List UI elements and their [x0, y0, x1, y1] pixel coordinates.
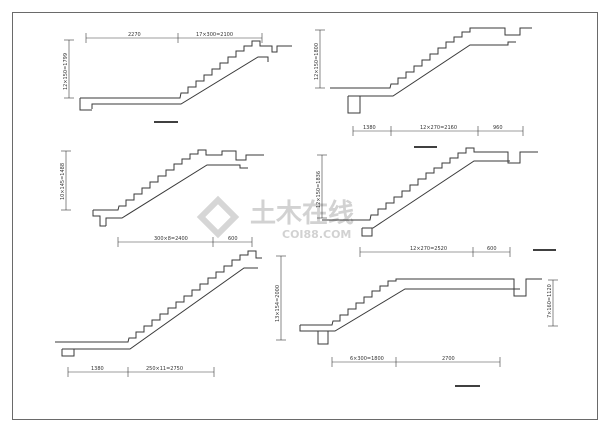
dim-5-mid: 250×11=2750: [146, 366, 183, 372]
sheet-frame: [12, 12, 598, 420]
stair-4-outline: [322, 147, 538, 221]
stair-section-3: 300×8=2400 600 10×145=1488: [60, 149, 264, 247]
dim-4-right: 600: [487, 246, 497, 252]
dim-6-right: 2700: [442, 356, 455, 362]
dim-6-left: 6×300=1800: [350, 356, 384, 362]
stair-4-landing: [361, 228, 373, 237]
watermark-logo: [196, 195, 240, 239]
stair-6-soffit: [318, 288, 520, 332]
stair-1-landing: [79, 98, 92, 111]
dim-2-left: 1380: [363, 125, 376, 131]
stair-section-1: 2270 17×300=2100 12×150=1799: [63, 32, 292, 123]
watermark-subtext: COI88.COM: [282, 228, 351, 241]
dim-3-mid: 300×8=2400: [154, 236, 188, 242]
stair-4-soffit: [362, 160, 510, 229]
dim-5-left: 1380: [91, 366, 104, 372]
dim-2-height: 12×150=1800: [314, 43, 320, 80]
watermark-text: 土木在线: [250, 199, 354, 229]
stair-3-soffit: [105, 164, 248, 226]
stair-section-4: 12×270=2520 600 12×150=1836: [316, 147, 556, 257]
stair-section-6: 6×300=1800 2700 7×160=1120: [299, 278, 558, 387]
stair-1-soffit: [91, 56, 269, 109]
stair-2-outline: [330, 27, 532, 89]
stair-2-soffit: [348, 41, 516, 97]
stair-5-outline: [55, 250, 262, 343]
dim-5-height: 13×154=2000: [275, 285, 281, 322]
stair-2-landing: [347, 96, 361, 114]
dim-1-top-left: 2270: [128, 32, 141, 38]
dim-1-height: 12×150=1799: [63, 53, 69, 90]
stair-section-5: 1380 250×11=2750 13×154=2000: [55, 250, 286, 377]
watermark: 土木在线 COI88.COM: [196, 195, 354, 241]
stair-6-landing: [299, 325, 329, 345]
dim-3-right: 600: [228, 236, 238, 242]
dim-6-height: 7×160=1120: [547, 284, 553, 318]
stair-1-outline: [80, 40, 292, 99]
stair-3-landing: [92, 210, 106, 227]
stair-5-landing: [61, 349, 75, 357]
stair-section-2: 1380 12×270=2160 960 12×150=1800: [314, 27, 532, 148]
dim-2-right: 960: [493, 125, 503, 131]
dim-1-top-right: 17×300=2100: [196, 32, 233, 38]
dim-4-mid: 12×270=2520: [410, 246, 447, 252]
dim-2-mid: 12×270=2160: [420, 125, 457, 131]
stair-5-soffit: [62, 267, 258, 350]
dim-3-height: 10×145=1488: [60, 163, 66, 200]
stair-6-outline: [300, 278, 542, 326]
stair-3-outline: [93, 149, 264, 211]
dim-4-height: 12×150=1836: [316, 171, 322, 208]
